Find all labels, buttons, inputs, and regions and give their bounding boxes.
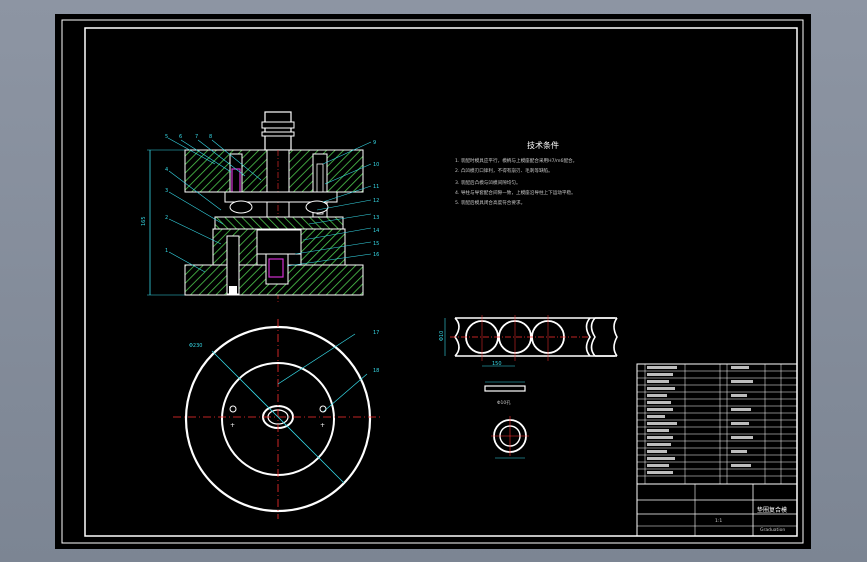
tech-note-3: 3. 装配后凸模与凹模间隙均匀。 [455, 179, 521, 186]
plan-view: + + Φ230 17 18 [173, 319, 383, 519]
tech-note-4: 4. 导柱与导套配合间隙一致，上模座沿导柱上下运动平稳。 [455, 189, 576, 196]
callout-2: 2 [165, 215, 168, 221]
drawing-scale: 1:1 [715, 518, 722, 524]
drawing-company: Graduation [760, 527, 785, 533]
callout-18: 18 [373, 368, 379, 374]
callout-6: 6 [179, 134, 182, 140]
inner-frame [84, 27, 798, 537]
title-block: 垫圈复合模 1:1 Graduation [636, 363, 798, 537]
callout-1: 1 [165, 248, 168, 254]
callout-14: 14 [373, 228, 379, 234]
tech-note-1: 1. 装配时模具应平行，模柄与上模座配合采用H7/m6配合。 [455, 157, 577, 164]
section-height-dim: 165 [141, 216, 147, 226]
drawing-sheet: 165 [61, 19, 804, 544]
callout-11: 11 [373, 184, 379, 190]
tech-title: 技术条件 [527, 140, 559, 150]
callout-16: 16 [373, 252, 379, 258]
callout-7: 7 [195, 134, 198, 140]
section-view: 165 [141, 111, 379, 304]
callout-5: 5 [165, 134, 168, 140]
callout-13: 13 [373, 215, 379, 221]
callout-17: 17 [373, 330, 379, 336]
tech-note-2: 2. 凸凹模刃口锋利，不得有崩刃、毛刺等缺陷。 [455, 167, 553, 174]
callout-3: 3 [165, 188, 168, 194]
callout-12: 12 [373, 198, 379, 204]
callout-10: 10 [373, 162, 379, 168]
part-label: Φ10孔 [497, 399, 511, 406]
technical-notes: 技术条件 1. 装配时模具应平行，模柄与上模座配合采用H7/m6配合。 2. 凸… [455, 140, 577, 206]
svg-text:+: + [230, 422, 235, 429]
callout-8: 8 [209, 134, 212, 140]
callout-15: 15 [373, 241, 379, 247]
tech-note-5: 5. 装配后模具闭合高度符合要求。 [455, 199, 525, 206]
strip-layout: 150 Φ10 [439, 315, 618, 367]
callout-4: 4 [165, 167, 168, 173]
svg-text:+: + [320, 422, 325, 429]
diameter-dim: Φ230 [189, 343, 202, 349]
outer-frame [61, 19, 804, 544]
cad-drawing-area: 165 [55, 14, 811, 549]
drawing-name: 垫圈复合模 [757, 506, 787, 514]
die-shank [264, 111, 292, 151]
part-detail: Φ10孔 [484, 381, 529, 459]
callout-9: 9 [373, 140, 376, 146]
strip-width-dim: Φ10 [439, 331, 445, 341]
strip-pitch-dim: 150 [492, 361, 502, 367]
